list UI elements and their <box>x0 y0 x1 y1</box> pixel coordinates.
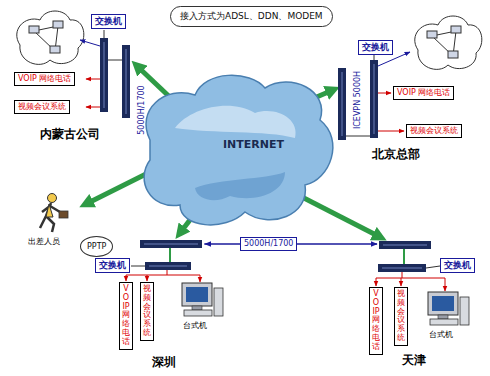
desktop-computer <box>182 283 223 316</box>
site-name: 内蒙古公司 <box>40 126 100 143</box>
switch-label: 交换机 <box>358 40 393 55</box>
node-text: 交换机 <box>444 260 471 270</box>
node-text: VOIP 网络电话 <box>397 88 450 97</box>
node-text: 交换机 <box>95 16 122 26</box>
service-box: 视频会议系统 <box>406 124 462 138</box>
node-text: PPTP <box>87 242 106 251</box>
node-text: 交换机 <box>362 42 389 52</box>
lan-cloud <box>415 16 482 69</box>
node-text: 视频会议系统 <box>143 285 151 338</box>
site-name: 深圳 <box>152 354 176 371</box>
switch-label: 交换机 <box>95 258 130 273</box>
link-label-box: 5000H/1700 <box>240 237 297 251</box>
service-box: VOIP网络电话 <box>369 287 383 355</box>
device-model: ICEVPN 5000H <box>353 71 362 129</box>
internet-cloud: INTERNET <box>135 68 347 233</box>
internet-links <box>86 66 380 237</box>
switch-label: 交换机 <box>91 14 126 29</box>
service-box: VOIP 网络电话 <box>393 86 454 100</box>
branch-devices <box>80 30 130 118</box>
device-model: 5000H/1700 <box>137 85 146 134</box>
device-label: 台式机 <box>183 320 207 331</box>
node-text: VOIP 网络电话 <box>18 74 71 83</box>
service-box: 视频会议系统 <box>14 100 70 114</box>
lan-cloud <box>17 11 84 64</box>
node-text: 视频会议系统 <box>410 126 458 135</box>
device-label: 台式机 <box>429 329 453 340</box>
callout-bubble: 接入方式为ADSL、DDN、MODEM <box>170 6 333 27</box>
service-box: VOIP 网络电话 <box>14 72 75 86</box>
site-name: 北京总部 <box>372 146 420 163</box>
service-box: 视频会议系统 <box>140 282 154 341</box>
node-text: 视频会议系统 <box>18 102 66 111</box>
service-box: 视频会议系统 <box>394 287 408 346</box>
branch-devices <box>376 241 445 291</box>
node-text: INTERNET <box>223 138 284 151</box>
pptp-bubble: PPTP <box>80 236 113 257</box>
traveller-figure <box>40 194 68 233</box>
site-name: 天津 <box>402 352 426 369</box>
node-text: VOIP网络电话 <box>372 290 380 352</box>
node-text: 5000H/1700 <box>244 239 293 248</box>
service-box: VOIP网络电话 <box>119 282 133 350</box>
node-text: 交换机 <box>99 260 126 270</box>
branch-devices <box>126 240 202 282</box>
node-text: 视频会议系统 <box>397 290 405 343</box>
desktop-computer <box>428 292 469 325</box>
person-label: 出差人员 <box>28 236 60 247</box>
node-text: VOIP网络电话 <box>122 285 130 347</box>
node-text: 接入方式为ADSL、DDN、MODEM <box>180 11 323 21</box>
switch-label: 交换机 <box>440 258 475 273</box>
